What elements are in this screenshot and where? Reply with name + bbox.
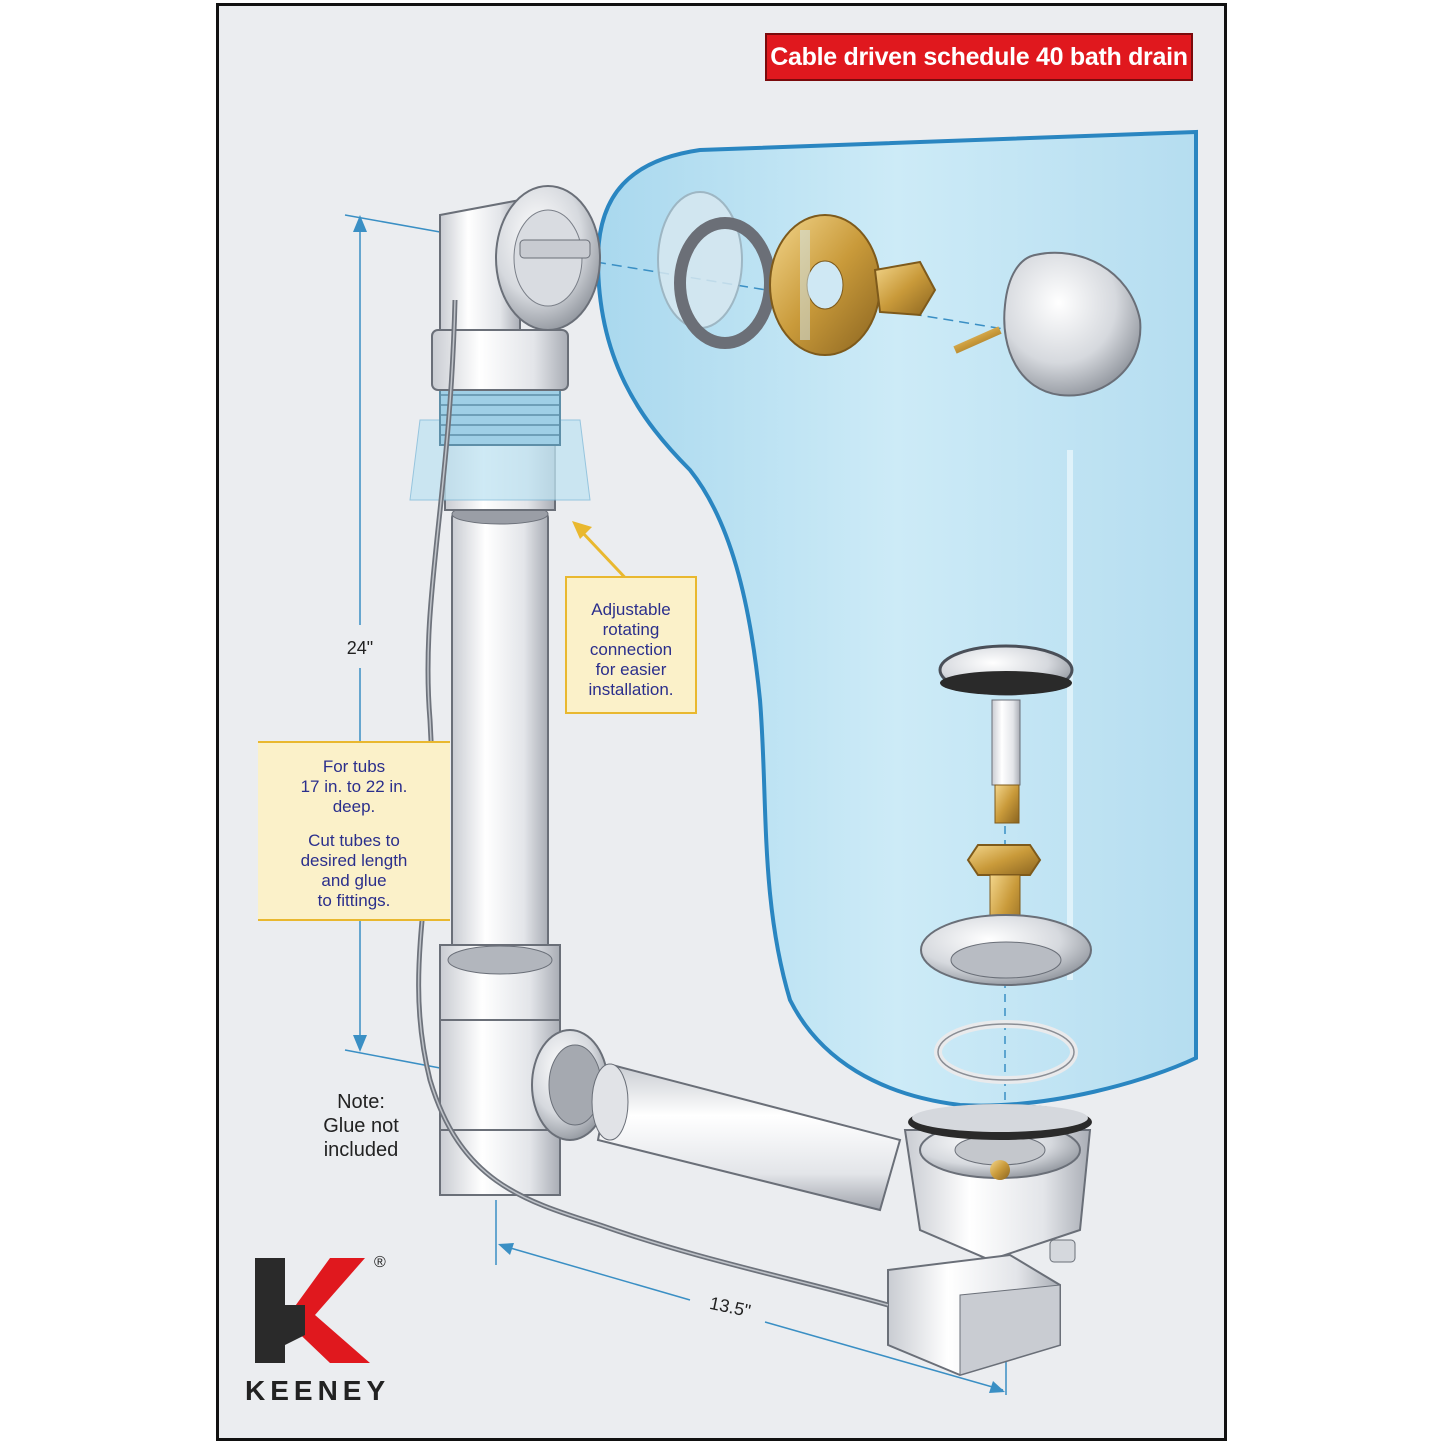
callout-line: for easier bbox=[595, 660, 667, 679]
callout-line: installation. bbox=[588, 680, 674, 699]
glue-note: Note: Glue not included bbox=[300, 1090, 422, 1162]
callout-line: deep. bbox=[332, 797, 376, 816]
callout-tub-depth: For tubs 17 in. to 22 in. deep. Cut tube… bbox=[258, 741, 450, 921]
diagram-title: Cable driven schedule 40 bath drain bbox=[765, 33, 1193, 81]
note-line: Note: bbox=[337, 1091, 385, 1113]
note-line: Glue not bbox=[323, 1115, 399, 1137]
keeney-logo-icon bbox=[255, 1258, 370, 1363]
height-dimension-label: 24" bbox=[346, 638, 374, 658]
callout-line: and glue bbox=[321, 871, 387, 890]
brand-wordmark: KEENEY bbox=[245, 1375, 391, 1406]
callout-line: For tubs bbox=[322, 757, 386, 776]
callout-line: to fittings. bbox=[317, 891, 391, 910]
note-line: included bbox=[323, 1139, 399, 1161]
callout-adjustable-connection: Adjustable rotating connection for easie… bbox=[565, 576, 697, 714]
callout-line: connection bbox=[589, 640, 673, 659]
callout-line: rotating bbox=[602, 620, 660, 639]
callout-line: Adjustable bbox=[591, 600, 671, 619]
callout-line: 17 in. to 22 in. bbox=[300, 777, 408, 796]
callout-line: Cut tubes to bbox=[308, 831, 400, 850]
registered-mark: ® bbox=[374, 1254, 386, 1271]
callout-line: desired length bbox=[300, 851, 408, 870]
